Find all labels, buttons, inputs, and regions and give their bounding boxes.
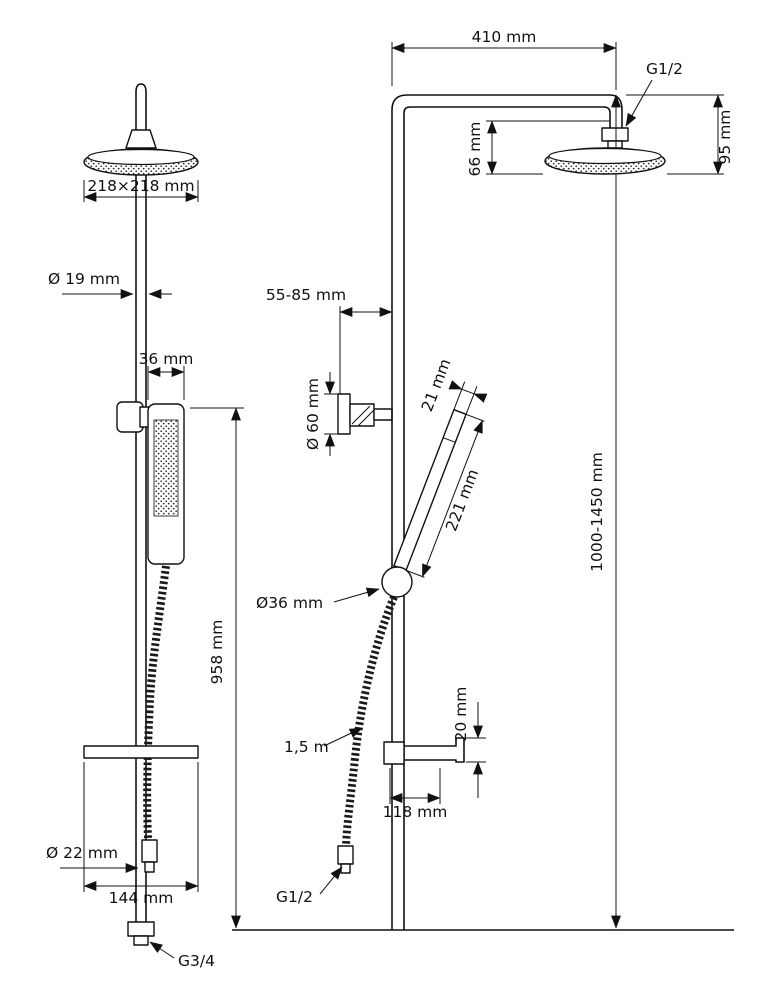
dim-bracket-diameter: Ø 60 mm	[304, 372, 340, 456]
dim-column-height: 1000-1450 mm	[588, 94, 621, 929]
front-bottom-fitting-tail	[133, 935, 149, 946]
dim-hose-nut-diameter-label: Ø 22 mm	[46, 844, 118, 862]
dim-bottom-thread: G3/4	[149, 941, 215, 970]
dim-shelf-depth-label: 118 mm	[383, 803, 448, 821]
dim-rail-height: 958 mm	[190, 407, 244, 929]
front-shelf	[83, 745, 199, 759]
dim-head-size: 218×218 mm	[83, 177, 199, 202]
front-hose-tail	[144, 861, 155, 873]
side-hose-tail	[340, 863, 351, 874]
dim-holder-diameter: Ø36 mm	[256, 587, 380, 612]
front-bottom-fitting	[127, 921, 155, 937]
dim-arm-length: 410 mm	[391, 28, 617, 90]
dim-hose-length: 1,5 m	[284, 727, 363, 756]
dim-hose-thread: G1/2	[276, 866, 343, 906]
dim-holder-diameter-label: Ø36 mm	[256, 594, 323, 612]
dim-bottom-thread-label: G3/4	[178, 952, 215, 970]
side-shelf-clamp	[383, 741, 405, 765]
front-hose-nut	[141, 839, 158, 863]
dim-head-thread: G1/2	[625, 60, 683, 127]
dim-shelf-width-label: 144 mm	[109, 889, 174, 907]
front-shower-head-top	[87, 148, 195, 166]
side-hose-nut	[337, 845, 354, 865]
side-handshower-holder	[381, 566, 413, 598]
dim-handshower-width: 36 mm	[139, 350, 194, 400]
dim-bracket-diameter-label: Ø 60 mm	[304, 378, 322, 450]
dim-handshower-width-side-label: 21 mm	[418, 356, 454, 414]
dim-hose-thread-label: G1/2	[276, 888, 313, 906]
side-view: 1000-1450 mm 410 mm G1/2 95 mm 66 mm	[232, 28, 734, 931]
dim-head-drop-label: 66 mm	[466, 122, 484, 177]
dim-head-drop: 66 mm	[466, 120, 610, 177]
dim-pipe-diameter: Ø 19 mm	[48, 270, 172, 299]
dim-head-size-label: 218×218 mm	[87, 177, 194, 195]
side-riser-and-arm	[391, 94, 623, 930]
dim-shelf-thickness-label: 20 mm	[452, 687, 470, 742]
front-slider-bracket	[116, 401, 144, 433]
side-head-neck	[607, 140, 623, 149]
dim-wall-offset-label: 55-85 mm	[266, 286, 346, 304]
front-hand-shower-sprayface	[153, 419, 179, 517]
dim-handshower-width-side: 21 mm	[418, 356, 488, 415]
dim-column-height-label: 1000-1450 mm	[588, 452, 606, 572]
dim-head-thread-label: G1/2	[646, 60, 683, 78]
side-riser-and-arm-inner	[403, 106, 611, 930]
front-view: 218×218 mm Ø 19 mm 36 mm Ø 22 mm	[46, 83, 244, 970]
side-wall-plate	[337, 393, 351, 435]
dim-shelf-width: 144 mm	[83, 762, 199, 907]
dim-arm-length-label: 410 mm	[472, 28, 537, 46]
side-head-nut	[601, 127, 629, 142]
dim-shelf-depth: 118 mm	[383, 768, 448, 821]
dim-handshower-length-label: 221 mm	[442, 467, 482, 534]
dim-pipe-diameter-label: Ø 19 mm	[48, 270, 120, 288]
dim-head-height-label2: 95 mm	[716, 110, 734, 165]
front-hose	[143, 565, 170, 839]
dim-rail-height-label: 958 mm	[208, 620, 226, 685]
dim-handshower-width-label: 36 mm	[139, 350, 194, 368]
dim-hose-length-label: 1,5 m	[284, 738, 329, 756]
dim-shelf-thickness: 20 mm	[452, 687, 486, 798]
dim-wall-offset: 55-85 mm	[266, 286, 393, 394]
dim-hose-nut-diameter: Ø 22 mm	[46, 844, 139, 873]
front-head-connector	[125, 129, 157, 149]
side-shower-head-top	[548, 147, 662, 165]
dim-head-height: 95 mm	[626, 94, 734, 175]
side-bracket-arm	[373, 408, 393, 421]
side-shelf	[404, 737, 465, 763]
